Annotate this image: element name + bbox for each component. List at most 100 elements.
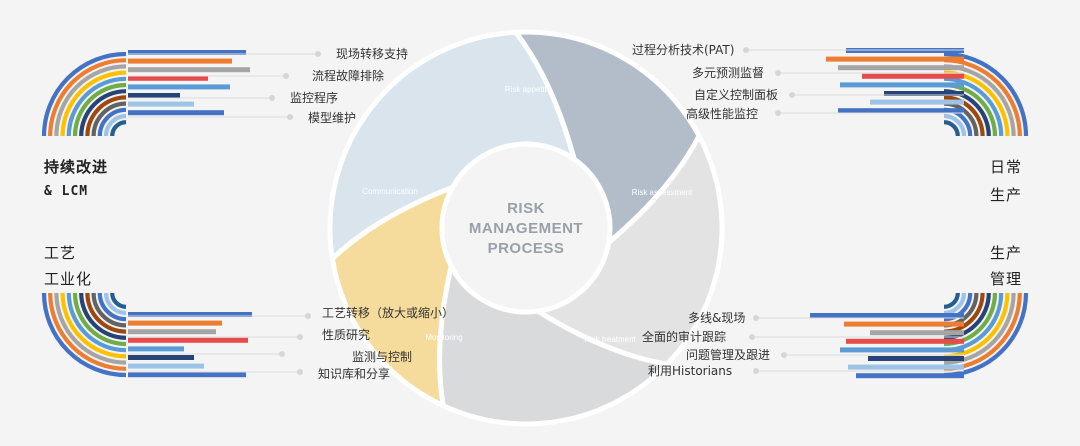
rainbow-arc [72, 82, 127, 137]
rainbow-arc [79, 89, 127, 137]
leader-dot [781, 352, 787, 358]
decorative-bar [870, 99, 964, 105]
leader-dot [743, 47, 749, 53]
wheel-segment [327, 29, 577, 262]
decorative-bar [826, 56, 964, 62]
rainbow-arc [110, 292, 127, 309]
corner-title-top-left-line2: & LCM [44, 184, 89, 199]
rainbow-arc [72, 292, 127, 347]
decorative-bar [128, 84, 230, 90]
center-title: RISK MANAGEMENT PROCESS [469, 200, 583, 257]
top-right-item-1: 过程分析技术(PAT) [632, 43, 735, 57]
rainbow-arc [943, 76, 1004, 137]
decorative-bar [846, 338, 964, 344]
decorative-bar [128, 93, 180, 98]
leader-dot [269, 95, 275, 101]
decorative-bar [840, 82, 964, 88]
leader-dot [753, 315, 759, 321]
rainbow-arc [943, 95, 985, 137]
rainbow-arc [66, 292, 127, 353]
leader-dot [297, 334, 303, 340]
decorative-bar [128, 58, 232, 64]
decorative-bar [844, 321, 964, 327]
bottom-right-item-2: 全面的审计跟踪 [642, 330, 727, 344]
rainbow-arc [54, 64, 127, 137]
top-right-item-4: 高级性能监控 [686, 107, 759, 121]
segment-label-risk-appetite: Risk appetite [505, 85, 552, 94]
bottom-left-item-3: 监测与控制 [352, 350, 413, 364]
rainbow-arc [41, 292, 127, 378]
decorative-bar [868, 356, 964, 361]
rainbow-arc [54, 292, 127, 365]
leader-dot [279, 351, 285, 357]
rainbow-arc [103, 292, 127, 316]
center-title-line3: PROCESS [488, 240, 565, 257]
decorative-bar [128, 329, 216, 335]
rainbow-arc [110, 120, 127, 137]
top-left-item-3: 监控程序 [290, 91, 339, 105]
rainbow-arc [943, 58, 1022, 137]
decorative-bar [128, 67, 250, 73]
decorative-bar [884, 91, 964, 96]
leader-dot [749, 334, 755, 340]
decorative-bar [862, 73, 964, 79]
decorative-bar [128, 372, 246, 378]
top-right-item-3: 自定义控制面板 [694, 88, 779, 102]
decorative-bar [128, 312, 252, 317]
top-left-item-2: 流程故障排除 [312, 69, 385, 83]
rainbow-arc [97, 107, 127, 137]
decorative-bar [128, 346, 184, 352]
center-title-line2: MANAGEMENT [469, 220, 583, 237]
leader-dot [775, 70, 781, 76]
leader-dot [753, 368, 759, 374]
rainbow-arc [48, 58, 127, 137]
decorative-bar [128, 110, 224, 116]
bottom-left-item-4: 知识库和分享 [318, 367, 391, 381]
decorative-bar [840, 347, 964, 353]
leader-dot [775, 110, 781, 116]
rainbow-arc [103, 113, 127, 137]
rainbow-arc [66, 76, 127, 137]
leader-dot [315, 51, 321, 57]
leader-lines [128, 47, 964, 375]
leader-dot [305, 313, 311, 319]
corner-title-bottom-left-line2: 工业化 [44, 270, 93, 288]
segment-labels: Risk appetite Risk assessment Risk treat… [362, 85, 693, 344]
decorative-bar [128, 101, 194, 107]
rainbow-arc [943, 51, 1029, 137]
decorative-bar [838, 108, 964, 114]
bottom-left-item-1: 工艺转移（放大或缩小） [322, 306, 455, 320]
rainbow-arc [943, 292, 973, 322]
risk-process-wheel [327, 29, 725, 427]
corner-title-top-left-line1: 持续改进 [44, 158, 109, 176]
corner-title-bottom-right-line2: 管理 [990, 270, 1023, 288]
leader-dot [287, 114, 293, 120]
decorative-bar [848, 364, 964, 370]
rainbow-arc [943, 120, 960, 137]
corner-title-top-right-line1: 日常 [990, 158, 1023, 176]
bottom-right-item-4: 利用Historians [648, 364, 733, 378]
rainbow-arc [79, 292, 127, 340]
rainbow-arc [60, 292, 127, 359]
decorative-bar [128, 320, 222, 326]
center-title-line1: RISK [507, 200, 545, 217]
rainbow-arc [85, 292, 127, 334]
rainbow-arc [943, 292, 967, 316]
leader-dot [283, 73, 289, 79]
bottom-left-item-2: 性质研究 [322, 328, 371, 342]
rainbow-arc [85, 95, 127, 137]
top-left-item-4: 模型维护 [308, 111, 357, 125]
rainbow-arc [48, 292, 127, 371]
rainbow-arc [60, 70, 127, 137]
rainbow-arc [41, 51, 127, 137]
decorative-bar [128, 363, 204, 369]
decorative-bar [856, 373, 964, 379]
segment-label-risk-treatment: Risk treatment [584, 335, 636, 344]
decorative-bar [128, 355, 194, 360]
rainbow-arc [97, 292, 127, 322]
decorative-bar [128, 75, 208, 81]
rainbow-arc [91, 101, 127, 137]
bottom-right-item-1: 多线&现场 [688, 311, 746, 325]
top-right-item-2: 多元预测监督 [692, 66, 765, 80]
rainbow-arc [91, 292, 127, 328]
